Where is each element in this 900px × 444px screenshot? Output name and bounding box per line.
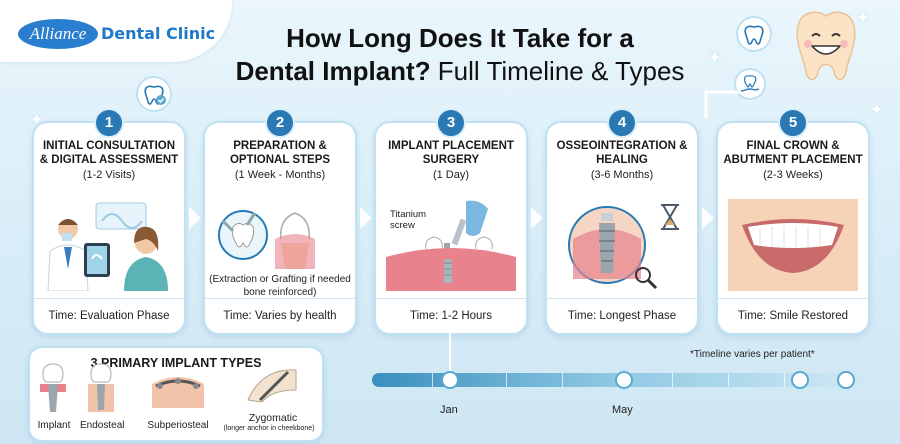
timeline-marker (615, 371, 633, 389)
step-footer-3: Time: 1-2 Hours (376, 298, 526, 333)
arrow-right-icon (360, 207, 372, 229)
tooth-icon (736, 16, 772, 52)
subperiosteal-icon (152, 377, 204, 408)
tooth-check-icon (136, 76, 172, 112)
title-line-2: Dental Implant? Full Timeline & Types (180, 54, 740, 88)
step-footer-4: Time: Longest Phase (547, 298, 697, 333)
step-number-1: 1 (94, 108, 124, 138)
timeline-tick (672, 373, 673, 387)
step-footer-5: Time: Smile Restored (718, 298, 868, 333)
timeline-tick (506, 373, 507, 387)
implant-types-heading: 3 PRIMARY IMPLANT TYPES (90, 356, 262, 370)
step-card-1[interactable]: Initial Consultation & Digital Assessmen… (32, 121, 186, 335)
step-card-4[interactable]: Osseointegration & Healing (3-6 Months) … (545, 121, 699, 335)
step-title-1: Initial Consultation & Digital Assessmen… (39, 140, 179, 166)
zygomatic-icon (247, 369, 297, 403)
step-title-2: Preparation & Optional Steps (229, 140, 331, 166)
step-footer-2: Time: Varies by health (205, 298, 355, 333)
step-title-5: Final Crown & Abutment Placement (723, 140, 863, 166)
type-label-subperiosteal: Subperiosteal (147, 420, 209, 431)
type-label-zygomatic: Zygomatic (248, 412, 298, 424)
happy-tooth-face-icon (796, 11, 856, 81)
step-card-2[interactable]: Preparation & Optional Steps (1 Week - M… (203, 121, 357, 335)
implant-types-panel: 3 PRIMARY IMPLANT TYPES Implant Endostea… (28, 346, 324, 442)
zygomatic-note: (longer anchor in cheekbone) (223, 425, 315, 432)
step-duration-2: (1 Week - Months) (234, 169, 326, 181)
connector-line (449, 333, 451, 373)
step-footer-1: Time: Evaluation Phase (34, 298, 184, 333)
smile-illustration (728, 199, 858, 291)
sparkle-icon: ✦ (708, 50, 722, 67)
hand-tooth-icon (734, 68, 766, 100)
logo-name: Dental Clinic (101, 24, 216, 43)
title-bold: Dental Implant? (235, 56, 431, 86)
sparkle-icon: ✦ (870, 102, 884, 119)
type-label-endosteal: Endosteal (80, 420, 125, 431)
titanium-screw-label: Titanium screw (390, 209, 427, 231)
step-duration-5: (2-3 Weeks) (763, 169, 823, 181)
clinic-logo[interactable]: Alliance Dental Clinic (0, 0, 232, 62)
step-duration-3: (1 Day) (432, 169, 470, 181)
title-line-1: How Long Does It Take for a (286, 23, 634, 53)
timeline-tick (432, 373, 433, 387)
step-duration-4: (3-6 Months) (590, 169, 654, 181)
timeline-tick (562, 373, 563, 387)
step-number-2: 2 (265, 108, 295, 138)
step-duration-1: (1-2 Visits) (82, 169, 136, 181)
logo-word: Alliance (18, 19, 98, 49)
timeline-tick (728, 373, 729, 387)
timeline-month-jan: Jan (440, 404, 458, 416)
connector-line (704, 90, 740, 118)
arrow-right-icon (702, 207, 714, 229)
endosteal-icon (88, 363, 114, 412)
type-label-implant: Implant (37, 420, 71, 431)
timeline-marker (791, 371, 809, 389)
step-title-4: Osseointegration & Healing (556, 140, 688, 166)
timeline-month-may: May (612, 404, 633, 416)
timeline-arrow-icon (858, 370, 870, 390)
implant-surgery-illustration (386, 200, 516, 291)
implant-icon (40, 363, 66, 412)
title-rest: Full Timeline & Types (430, 56, 685, 86)
step-title-3: Implant Placement Surgery (388, 140, 514, 166)
step-card-5[interactable]: Final Crown & Abutment Placement (2-3 We… (716, 121, 870, 335)
arrow-right-icon (189, 207, 201, 229)
osseointegration-illustration (568, 204, 679, 290)
step-note-2: (Extraction or Grafting if needed bone r… (209, 274, 351, 298)
page-title: How Long Does It Take for a Dental Impla… (180, 22, 740, 88)
step-number-4: 4 (607, 108, 637, 138)
consultation-illustration (47, 202, 168, 291)
timeline-tick (784, 373, 785, 387)
arrow-right-icon (531, 207, 543, 229)
step-number-5: 5 (778, 108, 808, 138)
timeline-marker (441, 371, 459, 389)
step-number-3: 3 (436, 108, 466, 138)
sparkle-icon: ✦ (856, 10, 870, 27)
extraction-illustration (218, 210, 315, 269)
step-card-3[interactable]: Implant Placement Surgery (1 Day) Titani… (374, 121, 528, 335)
timeline-marker (837, 371, 855, 389)
timeline-note: *Timeline varies per patient* (690, 349, 815, 360)
